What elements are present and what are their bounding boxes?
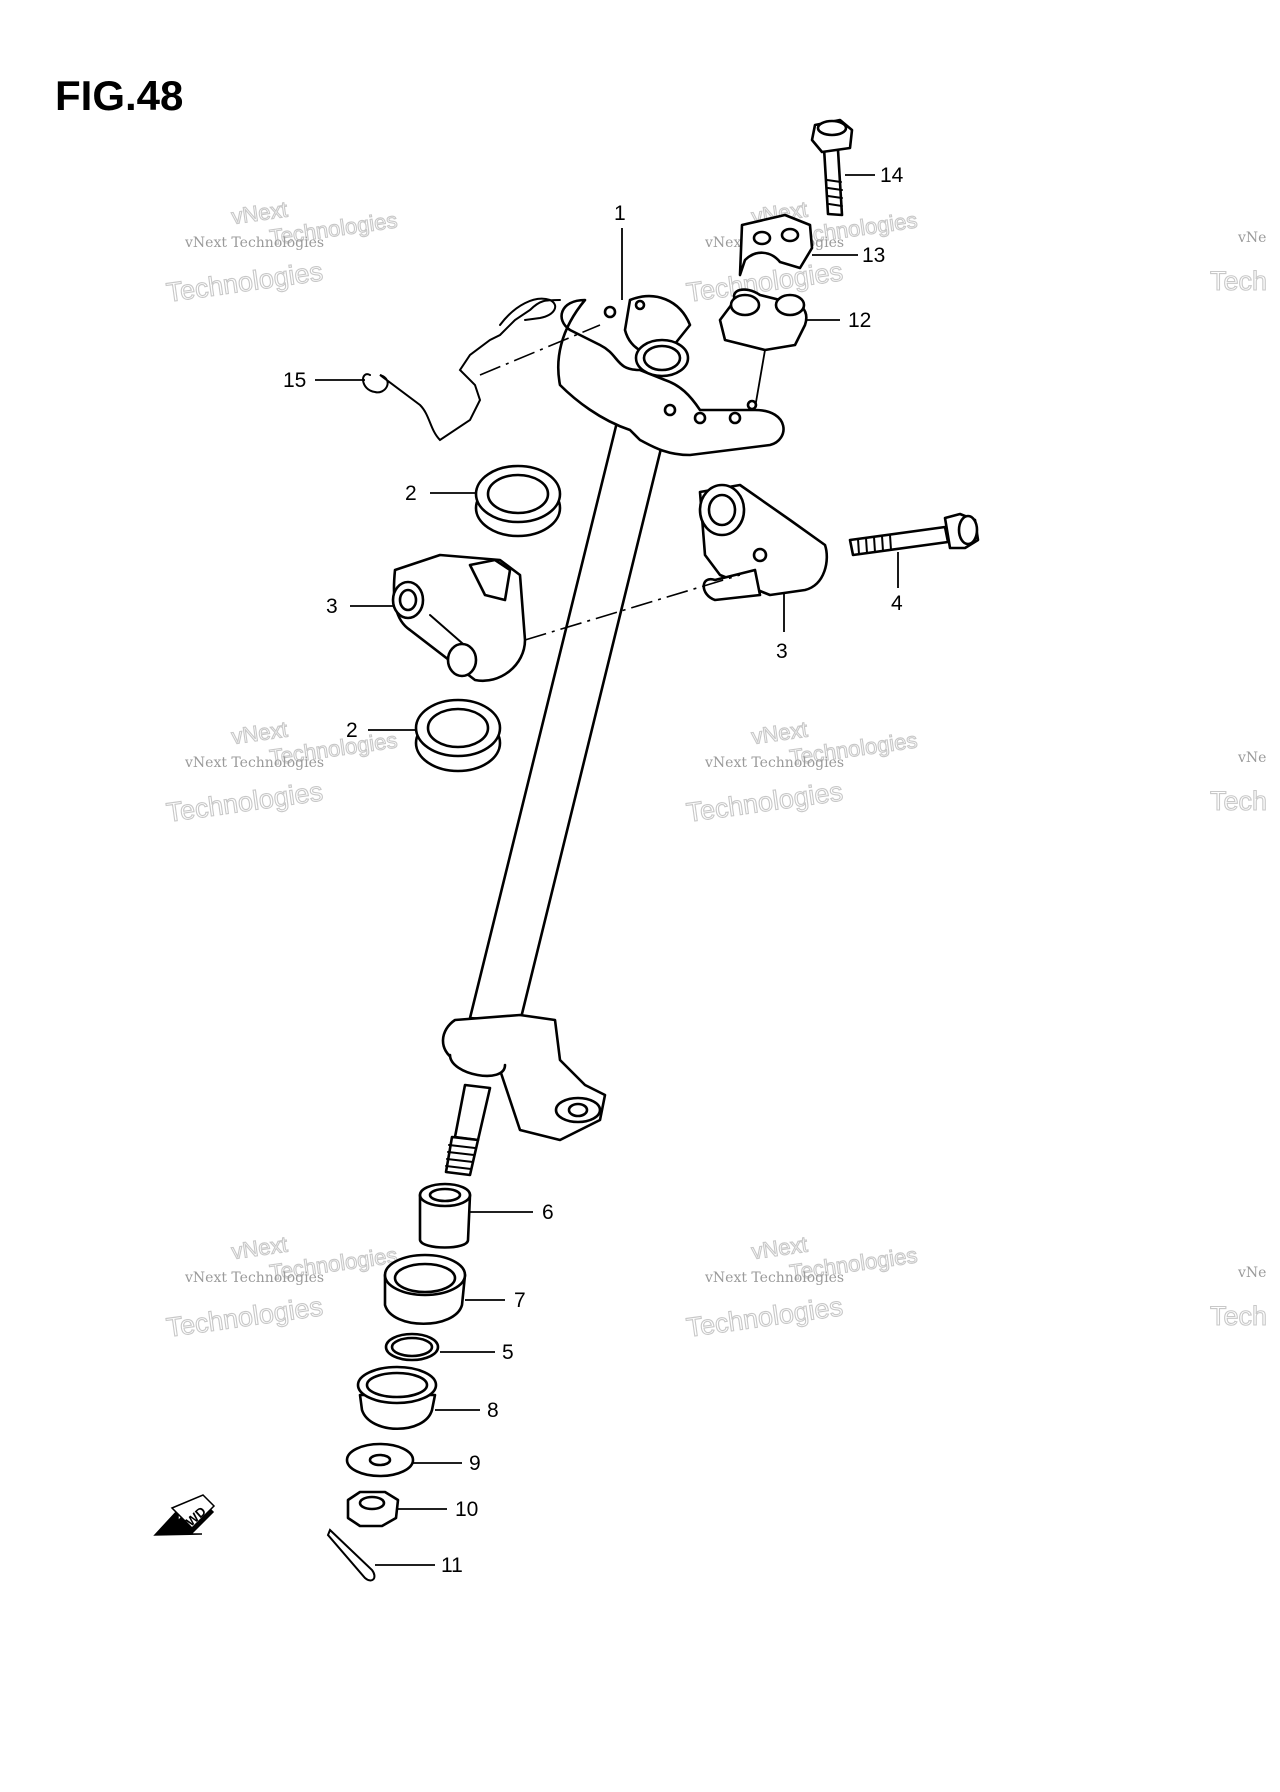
callout-4: 4 [891,552,903,615]
callout-5: 5 [440,1341,514,1364]
assembly-lines [479,324,766,641]
watermark-small-text: vNext Technologies [704,1270,844,1286]
callout-15: 15 [283,369,365,392]
callout-label: 12 [848,309,871,332]
svg-text:vNe: vNe [1237,230,1266,246]
svg-text:vNe: vNe [1237,750,1266,766]
callout-label: 15 [283,369,306,392]
callout-2-lower: 2 [346,719,416,742]
watermark-small-text: vNext Technologies [184,1270,324,1286]
callout-label: 10 [455,1498,478,1521]
callout-3-left: 3 [326,595,395,618]
callout-9: 9 [413,1452,481,1475]
watermark-edge-right: vNe Tech vNe Tech vNe Tech [1209,230,1267,1332]
svg-text:Tech: Tech [1210,786,1267,816]
bushing-upper [474,464,562,538]
callout-2-upper: 2 [405,482,476,505]
callout-label: 7 [514,1289,526,1312]
threaded-end [444,1135,480,1177]
watermark-small-text: vNext Technologies [184,755,324,771]
watermark-big-text: Technologies [164,776,324,828]
shaft-holder-right [698,483,829,602]
oil-seal [383,1253,467,1325]
callout-14: 14 [845,164,904,187]
callout-label: 2 [405,482,417,505]
cotter-pin [326,1528,376,1582]
callout-label: 3 [326,595,338,618]
callout-10: 10 [398,1498,478,1521]
callout-11: 11 [375,1554,463,1577]
fwd-arrow-icon: FWD [153,1494,216,1536]
svg-text:vNe: vNe [1237,1265,1266,1281]
watermark-big-text: Technologies [684,1291,844,1343]
collar [418,1182,472,1249]
castle-nut [346,1490,400,1528]
upper-clamp [738,213,814,277]
callout-1: 1 [614,202,626,300]
holder-bolt [848,512,980,557]
o-ring [384,1332,440,1362]
callout-label: 4 [891,592,903,615]
callout-label: 9 [469,1452,481,1475]
callout-label: 3 [776,640,788,663]
callout-label: 8 [487,1399,499,1422]
watermark-small-text: vNext Technologies [704,755,844,771]
bushing-cup [356,1365,438,1430]
svg-text:Tech: Tech [1210,1301,1267,1331]
watermark-small-text: vNext Technologies [184,235,324,251]
callout-7: 7 [465,1289,526,1312]
watermark-group: vNext Technologies Technologies vNext Te… [164,196,1268,1343]
callout-label: 2 [346,719,358,742]
callout-3-right: 3 [776,592,788,663]
callout-13: 13 [812,244,885,267]
watermark-big-text: Technologies [684,776,844,828]
steering-shaft [441,294,785,1177]
callout-label: 11 [441,1554,463,1577]
callout-8: 8 [435,1399,499,1422]
svg-text:Tech: Tech [1210,266,1267,296]
shaft-holder-left [391,553,527,683]
clamp-bolt [810,118,854,217]
callout-12: 12 [805,309,871,332]
callout-label: 1 [614,202,626,225]
callout-label: 6 [542,1201,554,1224]
watermark-big-text: Technologies [164,256,324,308]
callout-label: 13 [862,244,885,267]
spring-clip [362,297,561,442]
callout-label: 14 [880,164,904,187]
callout-6: 6 [470,1201,554,1224]
lower-clamp [718,288,808,352]
watermark-big-text: Technologies [164,1291,324,1343]
washer [345,1442,415,1478]
figure-title: FIG.48 [55,72,184,119]
callout-label: 5 [502,1341,514,1364]
bushing-lower [414,698,502,773]
